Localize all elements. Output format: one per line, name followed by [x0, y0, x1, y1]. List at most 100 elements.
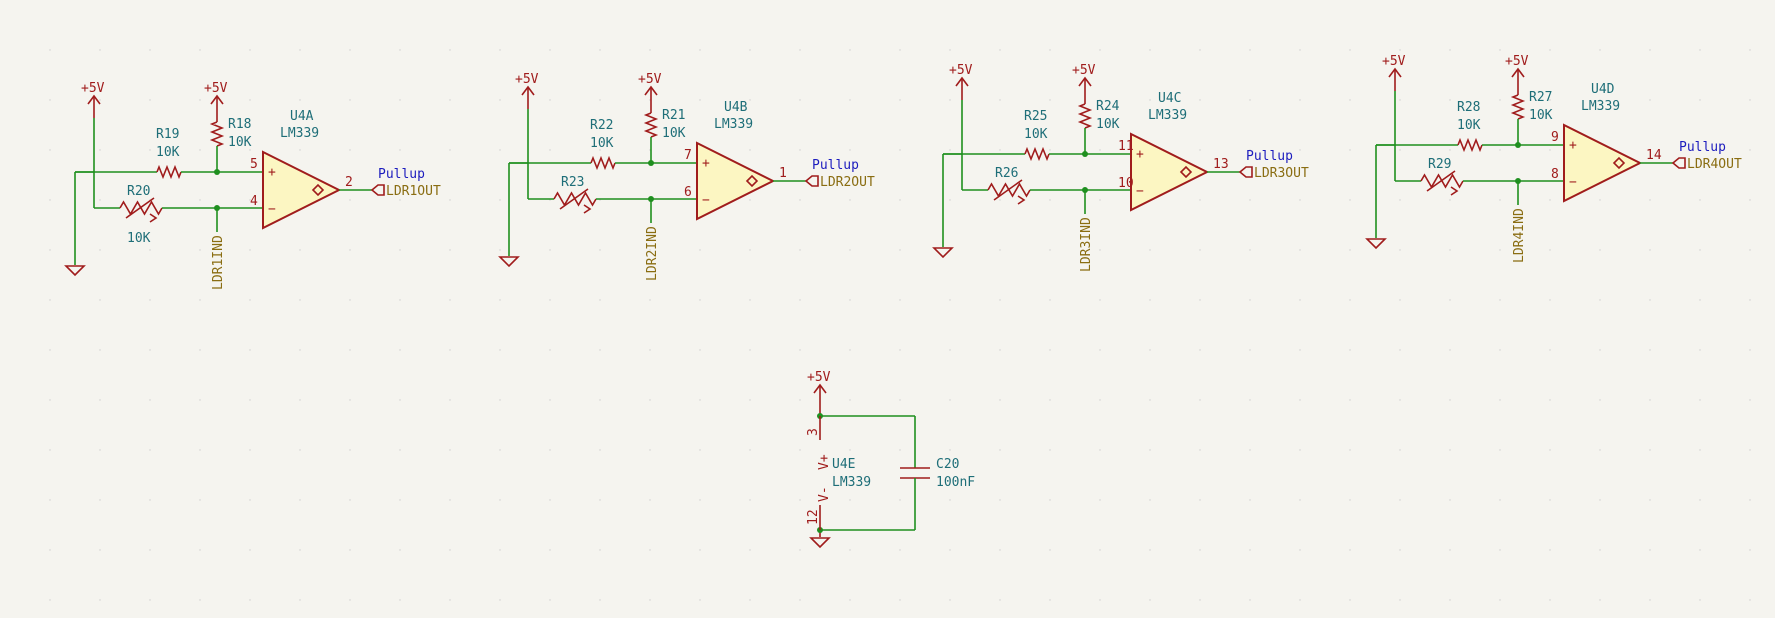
grid-dot: [1149, 399, 1151, 401]
grid-dot: [799, 99, 801, 101]
grid-dot: [199, 49, 201, 51]
grid-dot: [399, 499, 401, 501]
grid-dot: [899, 399, 901, 401]
grid-dot: [449, 549, 451, 551]
grid-dot: [399, 399, 401, 401]
grid-dot: [1149, 349, 1151, 351]
pot-value: 10K: [127, 231, 151, 246]
pin-minus-number: 4: [250, 194, 258, 209]
grid-dot: [149, 49, 151, 51]
grid-dot: [49, 399, 51, 401]
grid-dot: [899, 99, 901, 101]
grid-dot: [949, 549, 951, 551]
grid-dot: [49, 549, 51, 551]
grid-dot: [49, 349, 51, 351]
grid-dot: [599, 299, 601, 301]
grid-dot: [449, 49, 451, 51]
grid-dot: [1049, 599, 1051, 601]
pot-ref: R20: [127, 184, 150, 199]
grid-dot: [1049, 49, 1051, 51]
grid-dot: [799, 399, 801, 401]
grid-dot: [199, 549, 201, 551]
pullup-text: Pullup: [1679, 140, 1726, 155]
grid-dot: [749, 249, 751, 251]
grid-dot: [449, 449, 451, 451]
pin-plus-number: 11: [1118, 139, 1134, 154]
grid-dot: [1499, 349, 1501, 351]
grid-dot: [1399, 599, 1401, 601]
output-net-label: LDR1OUT: [386, 184, 441, 199]
grid-dot: [649, 49, 651, 51]
grid-dot: [949, 499, 951, 501]
grid-dot: [999, 399, 1001, 401]
grid-dot: [1399, 449, 1401, 451]
vplus-label: V+: [817, 454, 832, 470]
output-label-flag: [804, 175, 819, 187]
grid-dot: [999, 99, 1001, 101]
grid-dot: [1049, 299, 1051, 301]
grid-dot: [399, 349, 401, 351]
grid-dot: [1649, 399, 1651, 401]
grid-dot: [149, 449, 151, 451]
grid-dot: [999, 599, 1001, 601]
grid-dot: [699, 299, 701, 301]
divider-resistor-ref: R28: [1457, 100, 1480, 115]
grid-dot: [549, 149, 551, 151]
grid-dot: [749, 549, 751, 551]
vcc-symbol: +5V: [1072, 63, 1096, 100]
grid-dot: [549, 299, 551, 301]
grid-dot: [1599, 299, 1601, 301]
grid-dot: [349, 499, 351, 501]
grid-dot: [1449, 349, 1451, 351]
grid-dot: [1299, 99, 1301, 101]
grid-dot: [99, 349, 101, 351]
vminus-label: V-: [817, 486, 832, 502]
grid-dot: [199, 99, 201, 101]
grid-dot: [99, 99, 101, 101]
grid-dot: [1499, 299, 1501, 301]
comparator-stage-4: +5V+5V+−U4DLM3399814R2810KR2710KR29Pullu…: [1365, 54, 1742, 263]
comparator-stage-1: +5V+5V+−U4ALM339542R1910KR1810KR2010KPul…: [64, 81, 441, 290]
grid-dot: [799, 149, 801, 151]
grid-dot: [1399, 249, 1401, 251]
grid-dot: [449, 399, 451, 401]
grid-dot: [199, 299, 201, 301]
grid-dot: [1249, 299, 1251, 301]
grid-dot: [1499, 149, 1501, 151]
grid-dot: [1149, 249, 1151, 251]
plus-sign: +: [702, 156, 710, 171]
grid-dot: [1549, 499, 1551, 501]
grid-dot: [549, 499, 551, 501]
grid-dot: [1399, 299, 1401, 301]
grid-dot: [1149, 99, 1151, 101]
comparator-stage-3: +5V+5V+−U4CLM339111013R2510KR2410KR26Pul…: [932, 63, 1309, 272]
grid-dot: [949, 349, 951, 351]
comparator-symbol: [262, 150, 342, 230]
grid-dot: [599, 549, 601, 551]
grid-dot: [499, 299, 501, 301]
grid-dot: [449, 599, 451, 601]
grid-dot: [549, 349, 551, 351]
grid-dot: [1249, 149, 1251, 151]
grid-dot: [1199, 599, 1201, 601]
grid-dot: [649, 599, 651, 601]
grid-dot: [1099, 599, 1101, 601]
resistor-divider: [590, 155, 616, 171]
grid-dot: [999, 349, 1001, 351]
grid-dot: [249, 199, 251, 201]
grid-dot: [1749, 499, 1751, 501]
grid-dot: [649, 449, 651, 451]
grid-dot: [1399, 199, 1401, 201]
pullup-resistor-value: 10K: [228, 135, 252, 150]
grid-dot: [1149, 49, 1151, 51]
grid-dot: [399, 299, 401, 301]
grid-dot: [899, 599, 901, 601]
grid-dot: [1249, 49, 1251, 51]
grid-dot: [399, 149, 401, 151]
pin-minus-number: 8: [1551, 167, 1559, 182]
grid-dot: [1349, 49, 1351, 51]
grid-dot: [599, 499, 601, 501]
grid-dot: [1699, 449, 1701, 451]
grid-dot: [649, 549, 651, 551]
